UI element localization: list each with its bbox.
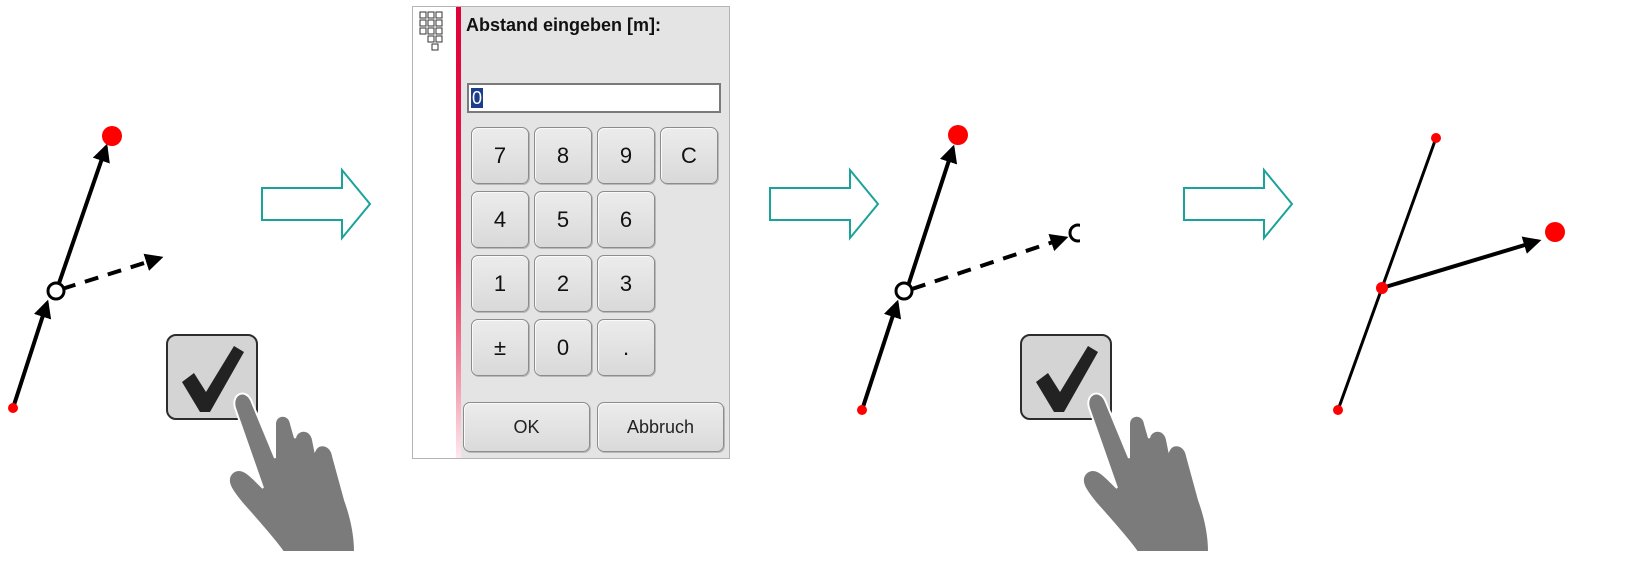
key-9[interactable]: 9	[597, 127, 655, 184]
grid-icon	[419, 11, 443, 51]
distance-input[interactable]: 0	[467, 83, 721, 113]
pointing-hand-icon	[227, 392, 357, 553]
end-point	[1431, 133, 1441, 143]
accent-bar	[456, 7, 461, 458]
new-end-point	[1545, 222, 1565, 242]
offset-target-point	[1068, 223, 1080, 243]
split-line	[1336, 137, 1438, 411]
dialog-title: Abstand eingeben [m]:	[466, 15, 662, 35]
key-7[interactable]: 7	[471, 127, 529, 184]
dialog-sidebar	[413, 7, 456, 458]
arrow-right-outline-icon	[261, 167, 372, 241]
flow-arrow-3	[1183, 167, 1294, 241]
intersection-point	[46, 281, 66, 301]
key-clear[interactable]: C	[660, 127, 718, 184]
key-5[interactable]: 5	[534, 191, 592, 248]
start-point	[1333, 405, 1343, 415]
diagram-step-3	[1333, 133, 1565, 415]
checkmark-icon	[1036, 346, 1098, 412]
new-offset-line	[1381, 236, 1542, 290]
ok-button[interactable]: OK	[463, 402, 590, 452]
line-segment-upper	[55, 143, 110, 290]
end-point	[102, 126, 122, 146]
key-plus-minus[interactable]: ±	[471, 319, 529, 376]
distance-input-dialog: Abstand eingeben [m]: 0 7 8 9 C 4 5 6 1 …	[412, 6, 730, 459]
distance-input-value: 0	[471, 88, 484, 108]
key-2[interactable]: 2	[534, 255, 592, 312]
diagram-step-2	[857, 125, 1080, 415]
line-segment-upper	[905, 144, 958, 290]
intersection-point	[894, 281, 914, 301]
key-1[interactable]: 1	[471, 255, 529, 312]
key-8[interactable]: 8	[534, 127, 592, 184]
start-point	[8, 403, 18, 413]
diagram-step-1	[8, 126, 164, 413]
key-6[interactable]: 6	[597, 191, 655, 248]
cancel-button[interactable]: Abbruch	[597, 402, 724, 452]
dashed-offset-line	[911, 234, 1069, 291]
line-segment-lower	[11, 299, 52, 409]
arrow-right-outline-icon	[769, 167, 880, 241]
key-3[interactable]: 3	[597, 255, 655, 312]
end-point	[948, 125, 968, 145]
key-4[interactable]: 4	[471, 191, 529, 248]
key-0[interactable]: 0	[534, 319, 592, 376]
split-point	[1376, 282, 1388, 294]
key-decimal[interactable]: .	[597, 319, 655, 376]
checkmark-icon	[182, 346, 244, 412]
flow-arrow-2	[769, 167, 880, 241]
line-segment-lower	[860, 299, 902, 411]
start-point	[857, 405, 867, 415]
pointing-hand-icon	[1081, 392, 1211, 553]
arrow-right-outline-icon	[1183, 167, 1294, 241]
dashed-offset-line	[61, 253, 164, 291]
flow-arrow-1	[261, 167, 372, 241]
